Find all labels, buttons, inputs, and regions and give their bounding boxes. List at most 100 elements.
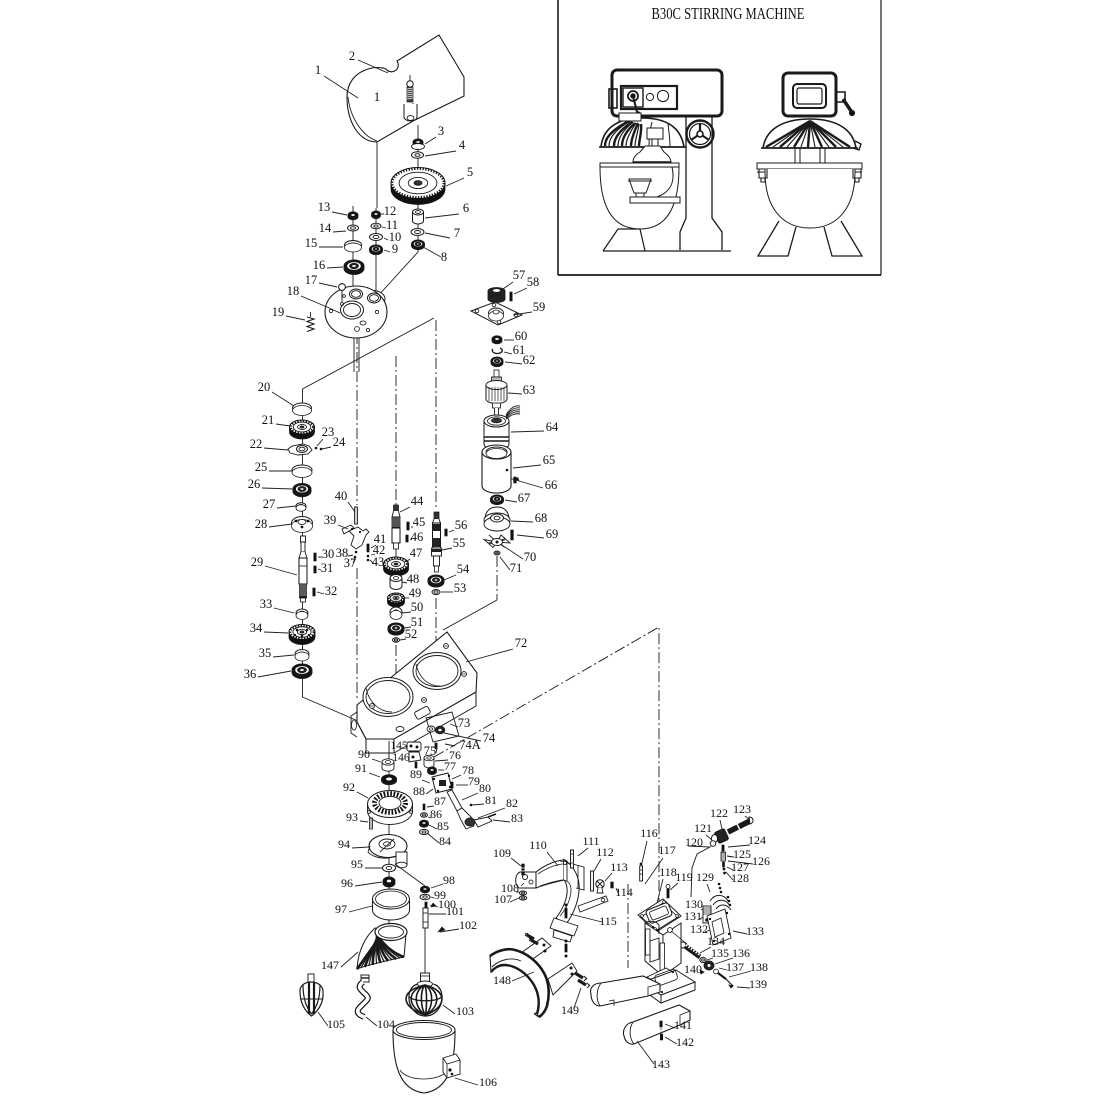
svg-text:26: 26	[248, 477, 261, 491]
svg-text:112: 112	[596, 845, 614, 859]
svg-text:99: 99	[434, 888, 446, 902]
svg-text:113: 113	[610, 860, 628, 874]
svg-text:69: 69	[546, 527, 559, 541]
svg-text:60: 60	[515, 329, 528, 343]
svg-text:134: 134	[707, 934, 725, 948]
svg-text:56: 56	[455, 518, 468, 532]
svg-text:22: 22	[250, 437, 263, 451]
svg-text:54: 54	[457, 562, 470, 576]
svg-text:140: 140	[684, 962, 702, 976]
svg-text:148: 148	[493, 973, 511, 987]
svg-text:79: 79	[468, 774, 480, 788]
svg-text:1: 1	[315, 63, 321, 77]
svg-text:136: 136	[732, 946, 750, 960]
svg-text:85: 85	[437, 819, 449, 833]
svg-text:83: 83	[511, 811, 523, 825]
svg-text:147: 147	[321, 958, 339, 972]
svg-text:131: 131	[684, 909, 702, 923]
svg-text:87: 87	[434, 794, 446, 808]
svg-text:43: 43	[372, 555, 385, 569]
svg-text:81: 81	[485, 793, 497, 807]
svg-text:90: 90	[358, 747, 370, 761]
svg-text:101: 101	[446, 904, 464, 918]
svg-text:11: 11	[386, 218, 398, 232]
svg-text:110: 110	[529, 838, 547, 852]
svg-text:100: 100	[438, 897, 456, 911]
svg-text:39: 39	[324, 513, 337, 527]
svg-text:117: 117	[658, 843, 676, 857]
svg-text:88: 88	[413, 784, 425, 798]
svg-text:119: 119	[675, 870, 693, 884]
svg-text:135: 135	[711, 946, 729, 960]
svg-text:51: 51	[411, 615, 424, 629]
svg-text:23: 23	[322, 425, 335, 439]
svg-text:108: 108	[501, 881, 519, 895]
svg-text:57: 57	[513, 268, 526, 282]
svg-text:36: 36	[244, 667, 257, 681]
svg-text:38: 38	[336, 546, 349, 560]
svg-text:71: 71	[510, 561, 523, 575]
svg-text:7: 7	[454, 226, 460, 240]
svg-text:42: 42	[373, 543, 386, 557]
svg-text:58: 58	[527, 275, 540, 289]
svg-text:109: 109	[493, 846, 511, 860]
svg-text:132: 132	[690, 922, 708, 936]
svg-text:9: 9	[392, 242, 398, 256]
svg-text:103: 103	[456, 1004, 474, 1018]
svg-text:86: 86	[430, 807, 442, 821]
svg-text:33: 33	[260, 597, 273, 611]
svg-text:107: 107	[494, 892, 512, 906]
svg-text:98: 98	[443, 873, 455, 887]
svg-text:143: 143	[652, 1057, 670, 1071]
svg-text:93: 93	[346, 810, 358, 824]
svg-text:62: 62	[523, 353, 536, 367]
svg-text:120: 120	[685, 835, 703, 849]
svg-text:53: 53	[454, 581, 467, 595]
svg-text:24: 24	[333, 435, 346, 449]
svg-text:141: 141	[674, 1018, 692, 1032]
svg-text:21: 21	[262, 413, 275, 427]
svg-text:106: 106	[479, 1075, 497, 1089]
svg-text:19: 19	[272, 305, 285, 319]
svg-text:18: 18	[287, 284, 300, 298]
svg-text:128: 128	[731, 871, 749, 885]
svg-text:129: 129	[696, 870, 714, 884]
svg-text:48: 48	[407, 572, 420, 586]
svg-text:121: 121	[694, 821, 712, 835]
svg-text:102: 102	[459, 918, 477, 932]
svg-text:25: 25	[255, 460, 268, 474]
svg-text:105: 105	[327, 1017, 345, 1031]
svg-text:55: 55	[453, 536, 466, 550]
svg-text:46: 46	[411, 530, 424, 544]
svg-text:34: 34	[250, 621, 263, 635]
svg-text:32: 32	[325, 584, 338, 598]
svg-text:124: 124	[748, 833, 766, 847]
svg-text:96: 96	[341, 876, 353, 890]
svg-text:61: 61	[513, 343, 526, 357]
svg-text:13: 13	[318, 200, 331, 214]
svg-text:47: 47	[410, 546, 423, 560]
svg-text:149: 149	[561, 1003, 579, 1017]
svg-text:28: 28	[255, 517, 268, 531]
svg-text:118: 118	[659, 865, 677, 879]
svg-text:50: 50	[411, 600, 424, 614]
svg-text:114: 114	[615, 885, 633, 899]
svg-text:97: 97	[335, 902, 347, 916]
svg-text:52: 52	[405, 627, 418, 641]
svg-text:130: 130	[685, 897, 703, 911]
svg-text:49: 49	[409, 586, 422, 600]
svg-text:138: 138	[750, 960, 768, 974]
svg-text:B30C STIRRING MACHINE: B30C STIRRING MACHINE	[652, 4, 805, 23]
svg-text:92: 92	[343, 780, 355, 794]
svg-text:59: 59	[533, 300, 546, 314]
svg-text:91: 91	[355, 761, 367, 775]
svg-text:94: 94	[338, 837, 350, 851]
svg-text:75: 75	[424, 744, 437, 758]
svg-text:31: 31	[321, 561, 334, 575]
svg-text:116: 116	[640, 826, 658, 840]
svg-text:14: 14	[319, 221, 332, 235]
svg-text:30: 30	[322, 547, 335, 561]
svg-text:137: 137	[726, 960, 744, 974]
svg-text:82: 82	[506, 796, 518, 810]
svg-text:65: 65	[543, 453, 556, 467]
